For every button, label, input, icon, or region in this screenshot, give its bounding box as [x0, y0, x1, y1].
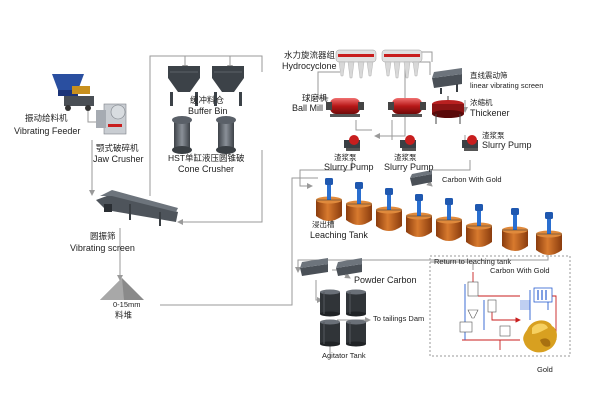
leaching-tank-4: [406, 194, 432, 237]
jaw-crusher-label-en: Jaw Crusher: [93, 154, 144, 164]
return-to-leaching-label: Return to leaching tank: [434, 257, 512, 266]
desorption-electrowinning-system: [459, 272, 557, 353]
vibrating-feeder-label-en: Vibrating Feeder: [14, 126, 81, 136]
ball-mills: [326, 98, 426, 117]
leaching-tank-2: [346, 182, 372, 225]
linear-screen-label-en: linear vibrating screen: [470, 81, 544, 90]
thickener-label-cn: 浓缩机: [470, 98, 493, 107]
stockpile-size-label: 0-15mm: [113, 300, 141, 309]
linear-screen-label-cn: 直线震动筛: [470, 71, 508, 80]
leaching-tank-6: [466, 204, 492, 247]
gold-nugget: [523, 320, 557, 353]
vibrating-feeder-label-cn: 振动给料机: [25, 113, 68, 123]
leaching-tank-1: [316, 178, 342, 221]
buffer-bin-label-en: Buffer Bin: [188, 106, 228, 116]
carbon-with-gold-bottom-label: Carbon With Gold: [490, 266, 550, 275]
leaching-tank-7: [502, 208, 528, 251]
leaching-tanks: [316, 178, 562, 255]
vibrating-screen-label-cn: 圆振筛: [90, 231, 116, 241]
to-tailings-dam-label: To tailings Dam: [373, 314, 425, 323]
agitator-tank-label: Agitator Tank: [322, 351, 366, 360]
thickener-label-en: Thickener: [470, 108, 510, 118]
stockpile: [100, 278, 144, 300]
linear-vibrating-screen: [432, 68, 462, 94]
slurry-pump-3-label-en: Slurry Pump: [482, 140, 532, 150]
powder-carbon-label: Powder Carbon: [354, 275, 417, 285]
slurry-pump-1-label-en: Slurry Pump: [324, 162, 374, 172]
slurry-pump-1-label-cn: 渣浆泵: [334, 153, 357, 162]
carbon-with-gold-top-label: Carbon With Gold: [442, 175, 502, 184]
leaching-tank-3: [376, 188, 402, 231]
cone-crusher-label-cn: HST单缸液压圆锥破: [168, 153, 245, 163]
leaching-tank-label-en: Leaching Tank: [310, 230, 368, 240]
carbon-screen-top: [410, 170, 432, 186]
buffer-bin-label-cn: 缓冲料仓: [190, 95, 225, 105]
jaw-crusher: [96, 103, 127, 135]
vibrating-screen-label-en: Vibrating screen: [70, 243, 135, 253]
agitator-tanks: [320, 289, 366, 347]
leaching-tank-8: [536, 212, 562, 255]
stockpile-label: 料堆: [115, 310, 133, 320]
hydrocyclone-label-en: Hydrocyclone: [282, 61, 337, 71]
vibrating-feeder: [52, 74, 94, 111]
slurry-pumps: [344, 135, 478, 151]
slurry-pump-2-label-en: Slurry Pump: [384, 162, 434, 172]
slurry-pump-3-label-cn: 渣浆泵: [482, 131, 505, 140]
gold-label: Gold: [537, 365, 553, 374]
slurry-pump-2-label-cn: 渣浆泵: [394, 153, 417, 162]
ball-mill-label-en: Ball Mill: [292, 103, 324, 113]
cone-crusher-label-en: Cone Crusher: [178, 164, 235, 174]
hydrocyclone-label-cn: 水力旋流器组: [284, 50, 336, 60]
bottom-screens: [300, 258, 362, 276]
cone-crushers: [172, 116, 236, 154]
buffer-bins: [168, 66, 244, 106]
circular-vibrating-screen: [96, 190, 178, 226]
leaching-tank-5: [436, 198, 462, 241]
ball-mill-label-cn: 球磨机: [302, 93, 328, 103]
leaching-tank-label-cn: 浸出槽: [312, 220, 335, 229]
jaw-crusher-label-cn: 颚式破碎机: [96, 143, 139, 153]
thickener: [432, 96, 464, 124]
hydrocyclone-groups: [335, 49, 423, 79]
